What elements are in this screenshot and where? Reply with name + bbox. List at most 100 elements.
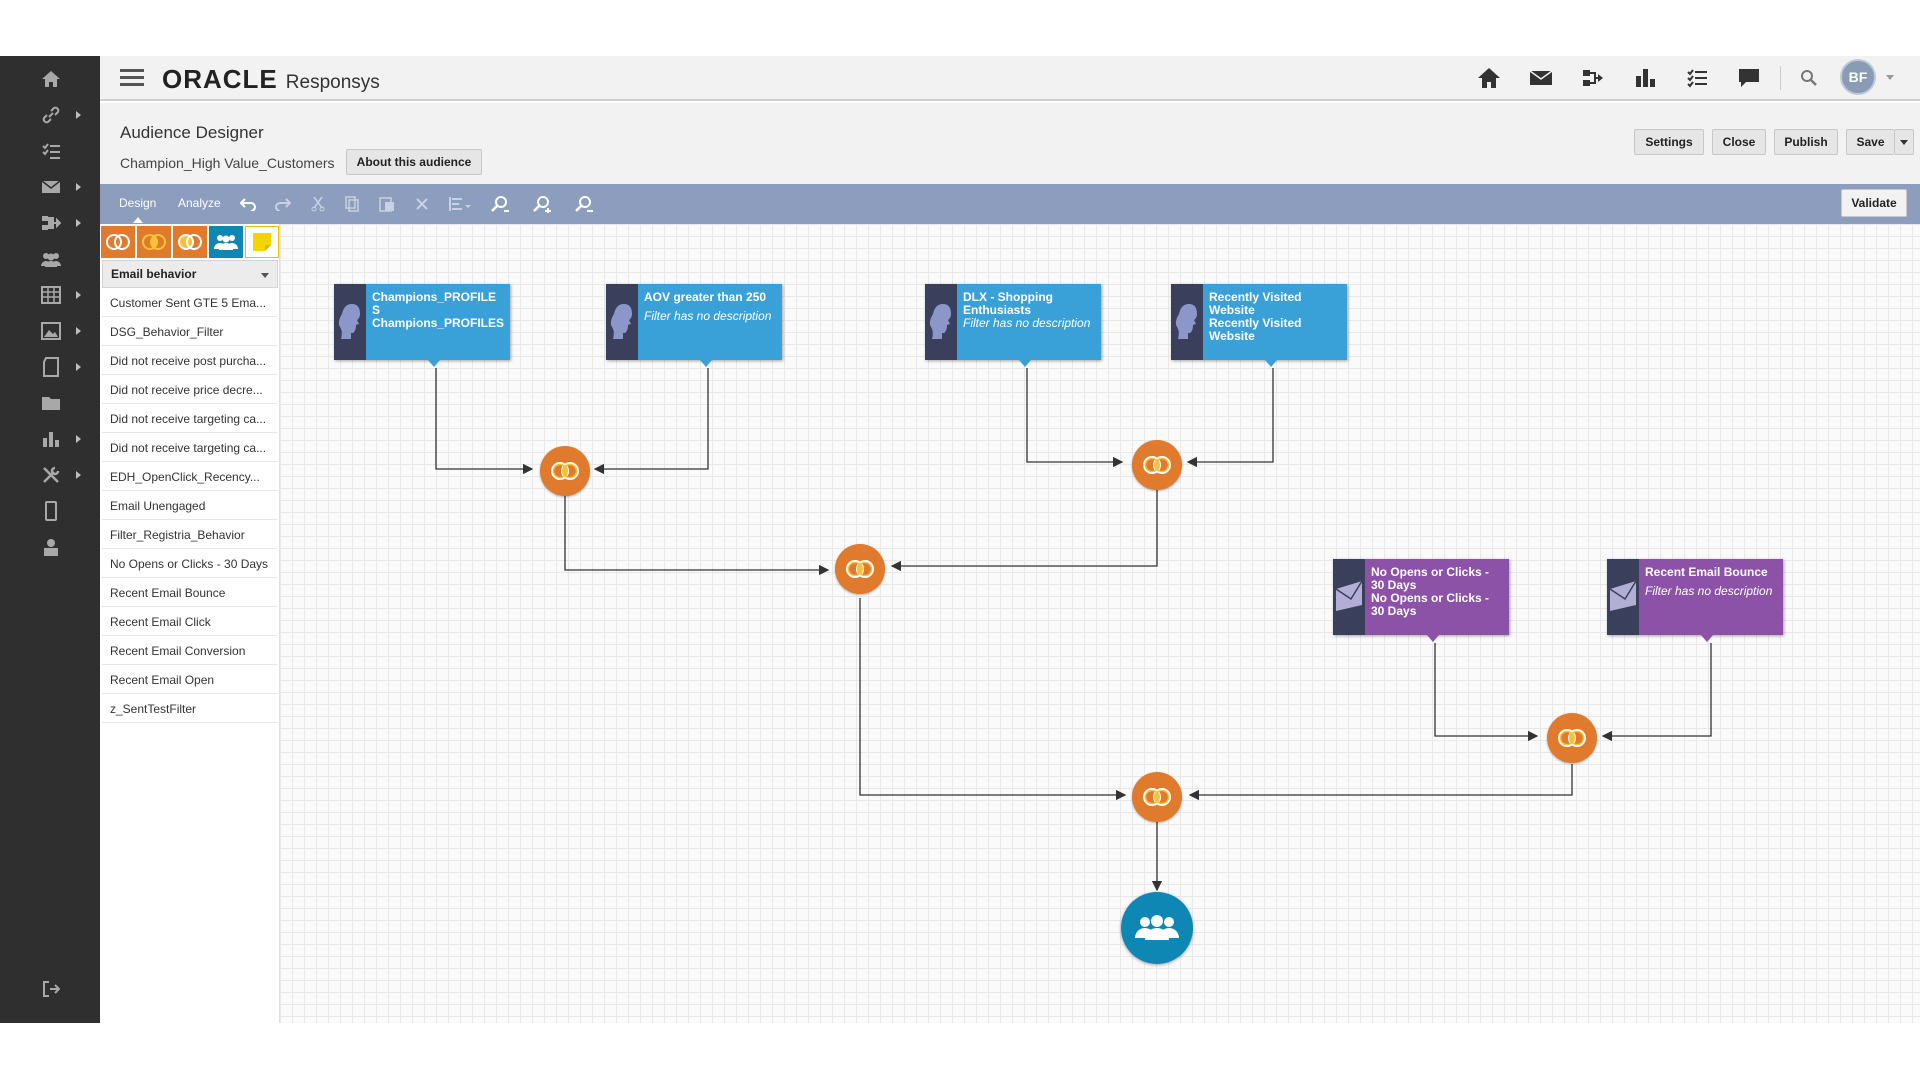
expand-arrow-icon[interactable]	[76, 326, 84, 336]
node-description: Filter has no description	[963, 316, 1091, 330]
redo-icon[interactable]	[273, 194, 293, 214]
home-icon[interactable]	[38, 66, 64, 92]
copy-icon[interactable]	[342, 194, 362, 214]
list-item[interactable]: EDH_OpenClick_Recency...	[102, 462, 278, 491]
chat-icon[interactable]	[1736, 66, 1762, 90]
merge-node[interactable]	[1132, 772, 1182, 822]
document-icon[interactable]	[38, 354, 64, 380]
app-window: ORACLE Responsys BF Audience Designer Ch…	[0, 56, 1920, 1023]
list-item[interactable]: Recent Email Bounce	[102, 578, 278, 607]
tasks-icon[interactable]	[1684, 66, 1710, 90]
list-item[interactable]: z_SentTestFilter	[102, 694, 278, 723]
cut-icon[interactable]	[308, 194, 328, 214]
publish-button[interactable]: Publish	[1774, 129, 1838, 155]
chart-icon[interactable]	[38, 426, 64, 452]
list-item[interactable]: Email Unengaged	[102, 491, 278, 520]
mail-icon[interactable]	[38, 174, 64, 200]
image-icon[interactable]	[38, 318, 64, 344]
paste-icon[interactable]	[377, 194, 397, 214]
list-item[interactable]: Recent Email Conversion	[102, 636, 278, 665]
list-item[interactable]: Recent Email Open	[102, 665, 278, 694]
merge-node[interactable]	[1132, 440, 1182, 490]
note-icon[interactable]	[245, 226, 279, 258]
tab-analyze[interactable]: Analyze	[178, 196, 221, 210]
program-icon[interactable]	[38, 210, 64, 236]
element-palette: Email behavior Customer Sent GTE 5 Ema..…	[100, 224, 280, 1023]
folder-icon[interactable]	[38, 390, 64, 416]
expand-arrow-icon[interactable]	[76, 218, 84, 228]
filter-type-select[interactable]: Email behavior	[102, 260, 278, 288]
merge-node[interactable]	[835, 544, 885, 594]
chart-icon[interactable]	[1632, 66, 1658, 90]
node-description: No Opens or Clicks - 30 Days	[1371, 591, 1490, 618]
node-title: No Opens or Clicks - 30 Days	[1371, 565, 1490, 592]
tab-design[interactable]: Design	[119, 196, 157, 210]
email-filter-node[interactable]: Recent Email Bounce Filter has no descri…	[1607, 559, 1783, 642]
search-icon[interactable]	[1796, 66, 1822, 90]
envelope-icon	[1607, 559, 1639, 635]
audience-output-node[interactable]	[1121, 892, 1193, 964]
filter-node[interactable]: DLX - Shopping Enthusiasts Filter has no…	[925, 284, 1101, 367]
node-connector	[1701, 635, 1713, 642]
checklist-icon[interactable]	[38, 138, 64, 164]
list-item[interactable]: No Opens or Clicks - 30 Days	[102, 549, 278, 578]
mobile-icon[interactable]	[38, 498, 64, 524]
delete-icon[interactable]	[412, 194, 432, 214]
chevron-down-icon[interactable]	[1886, 75, 1894, 80]
about-audience-button[interactable]: About this audience	[346, 149, 482, 175]
table-icon[interactable]	[38, 282, 64, 308]
program-icon[interactable]	[1580, 66, 1606, 90]
zoom-out-icon[interactable]	[574, 194, 594, 214]
list-item[interactable]: Did not receive post purcha...	[102, 346, 278, 375]
list-item[interactable]: Did not receive targeting ca...	[102, 433, 278, 462]
list-item[interactable]: Filter_Registria_Behavior	[102, 520, 278, 549]
validate-button[interactable]: Validate	[1841, 189, 1907, 217]
merge-intersect-icon[interactable]	[137, 226, 171, 258]
close-button[interactable]: Close	[1712, 129, 1766, 155]
list-item[interactable]: Customer Sent GTE 5 Ema...	[102, 288, 278, 317]
hamburger-menu-icon[interactable]	[120, 69, 144, 87]
filter-node[interactable]: AOV greater than 250 Filter has no descr…	[606, 284, 782, 367]
link-icon[interactable]	[38, 102, 64, 128]
filter-node-body: Recently Visited Website Recently Visite…	[1203, 284, 1347, 360]
tools-icon[interactable]	[38, 462, 64, 488]
save-dropdown-button[interactable]	[1894, 129, 1914, 155]
user-icon[interactable]	[38, 534, 64, 560]
filter-node[interactable]: Recently Visited Website Recently Visite…	[1171, 284, 1347, 367]
expand-arrow-icon[interactable]	[76, 182, 84, 192]
logout-icon[interactable]	[38, 976, 64, 1002]
audience-icon[interactable]	[38, 246, 64, 272]
profile-icon	[334, 284, 366, 360]
merge-exclude-icon[interactable]	[173, 226, 207, 258]
merge-node[interactable]	[540, 446, 590, 496]
expand-arrow-icon[interactable]	[76, 110, 84, 120]
email-filter-node[interactable]: No Opens or Clicks - 30 Days No Opens or…	[1333, 559, 1509, 642]
expand-arrow-icon[interactable]	[76, 434, 84, 444]
list-item[interactable]: Recent Email Click	[102, 607, 278, 636]
avatar[interactable]: BF	[1840, 59, 1876, 95]
save-button[interactable]: Save	[1846, 129, 1894, 155]
expand-arrow-icon[interactable]	[76, 362, 84, 372]
mail-icon[interactable]	[1528, 66, 1554, 90]
expand-arrow-icon[interactable]	[76, 290, 84, 300]
left-nav-rail	[0, 56, 100, 1023]
merge-intersect-icon	[1143, 788, 1171, 806]
filter-node[interactable]: Champions_PROFILES Champions_PROFILES	[334, 284, 510, 367]
list-item[interactable]: Did not receive targeting ca...	[102, 404, 278, 433]
list-item[interactable]: DSG_Behavior_Filter	[102, 317, 278, 346]
zoom-in-icon[interactable]	[532, 194, 552, 214]
undo-icon[interactable]	[238, 194, 258, 214]
home-icon[interactable]	[1476, 66, 1502, 90]
envelope-icon	[1333, 559, 1365, 635]
settings-button[interactable]: Settings	[1634, 129, 1704, 155]
node-description: Filter has no description	[1645, 584, 1773, 598]
align-icon[interactable]	[446, 194, 474, 214]
merge-union-icon[interactable]	[101, 226, 135, 258]
merge-node[interactable]	[1547, 713, 1597, 763]
list-item[interactable]: Did not receive price decre...	[102, 375, 278, 404]
node-connector	[1019, 360, 1031, 367]
zoom-fit-icon[interactable]	[490, 194, 510, 214]
expand-arrow-icon[interactable]	[76, 470, 84, 480]
design-canvas[interactable]: Champions_PROFILES Champions_PROFILES AO…	[280, 224, 1920, 1023]
audience-icon[interactable]	[209, 226, 243, 258]
